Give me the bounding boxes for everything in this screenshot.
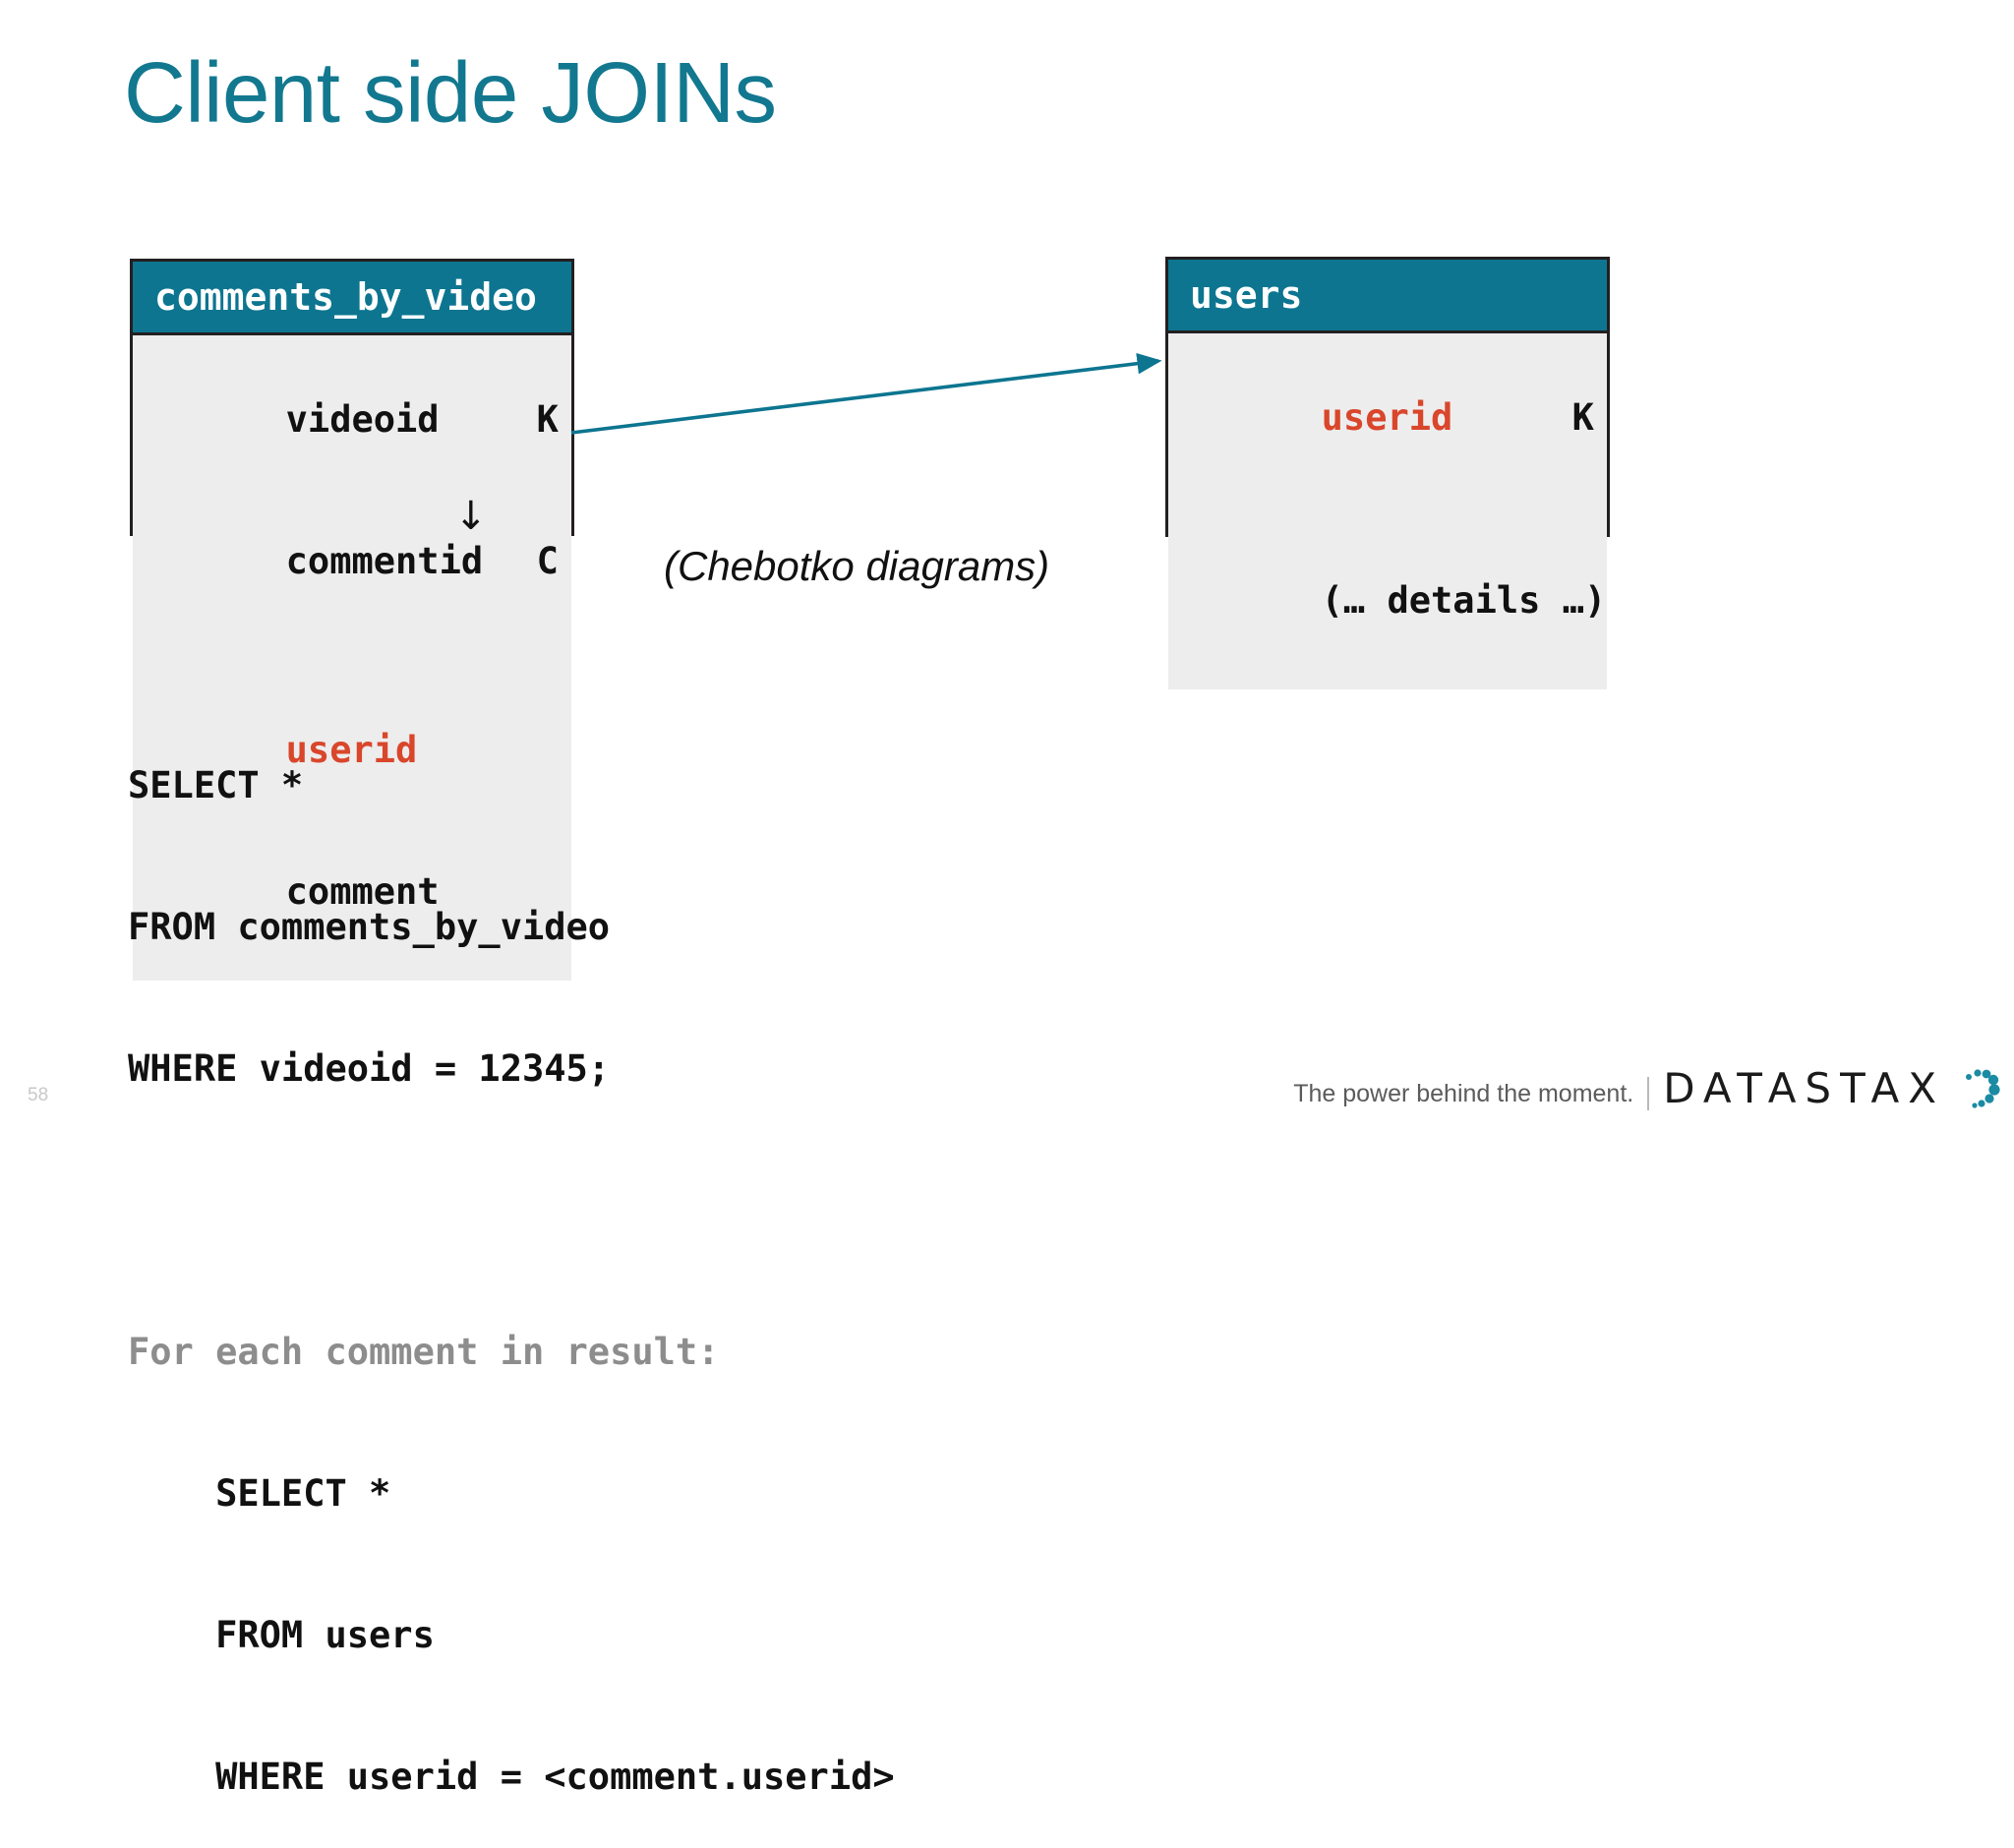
footer-branding: The power behind the moment. DATASTAX (1293, 1068, 2000, 1119)
query-code-block: SELECT * FROM comments_by_video WHERE vi… (128, 668, 895, 1848)
column-name: (… details …) (1321, 579, 1607, 622)
table-header-title: comments_by_video (133, 262, 571, 335)
clustering-order-desc-icon: ↓ (454, 494, 488, 539)
footer-divider (1647, 1077, 1650, 1110)
table-row: comment (154, 821, 571, 963)
code-line: WHERE userid = <comment.userid> (128, 1756, 895, 1798)
code-line: For each comment in result: (128, 1331, 720, 1373)
column-name: videoid (285, 398, 440, 441)
page-title: Client side JOINs (124, 45, 777, 141)
code-line: WHERE videoid = 12345; (128, 1047, 611, 1090)
chebotko-table-comments-by-video: comments_by_video videoid K commentid C ↓ … (130, 259, 574, 981)
code-line: SELECT * (128, 764, 304, 806)
page-number: 58 (28, 1085, 49, 1105)
code-line-blank (128, 1187, 895, 1234)
code-line: FROM comments_by_video (128, 906, 611, 948)
column-key-flag: C (536, 540, 559, 582)
join-relationship-arrow (570, 352, 1162, 435)
table-row-spacer (1190, 489, 1607, 530)
code-line: SELECT * (128, 1472, 391, 1515)
column-key-flag: K (536, 398, 559, 441)
column-name: comment (285, 870, 440, 913)
table-row: userid (154, 680, 571, 821)
diagram-caption: (Chebotko diagrams) (664, 543, 1050, 589)
table-header-title: users (1168, 260, 1607, 333)
datastax-wordmark: DATASTAX (1663, 1064, 1945, 1112)
code-line: FROM users (128, 1614, 435, 1656)
table-row: userid K (1190, 347, 1607, 489)
footer-tagline: The power behind the moment. (1293, 1079, 1634, 1107)
table-row: commentid C ↓ (154, 491, 571, 680)
column-key-flag: K (1571, 396, 1594, 439)
column-name: commentid (285, 540, 484, 582)
table-row: videoid K (154, 349, 571, 491)
datastax-logo: DATASTAX (1663, 1068, 2000, 1119)
table-column-list: videoid K commentid C ↓ userid comment (133, 335, 571, 981)
table-row: (… details …) (1190, 530, 1607, 672)
column-name: userid (1321, 396, 1453, 439)
column-name: userid (285, 729, 418, 771)
chebotko-table-users: users userid K (… details …) (1165, 257, 1610, 689)
table-column-list: userid K (… details …) (1168, 333, 1607, 689)
datastax-dot-swirl-icon (1966, 1069, 2000, 1108)
